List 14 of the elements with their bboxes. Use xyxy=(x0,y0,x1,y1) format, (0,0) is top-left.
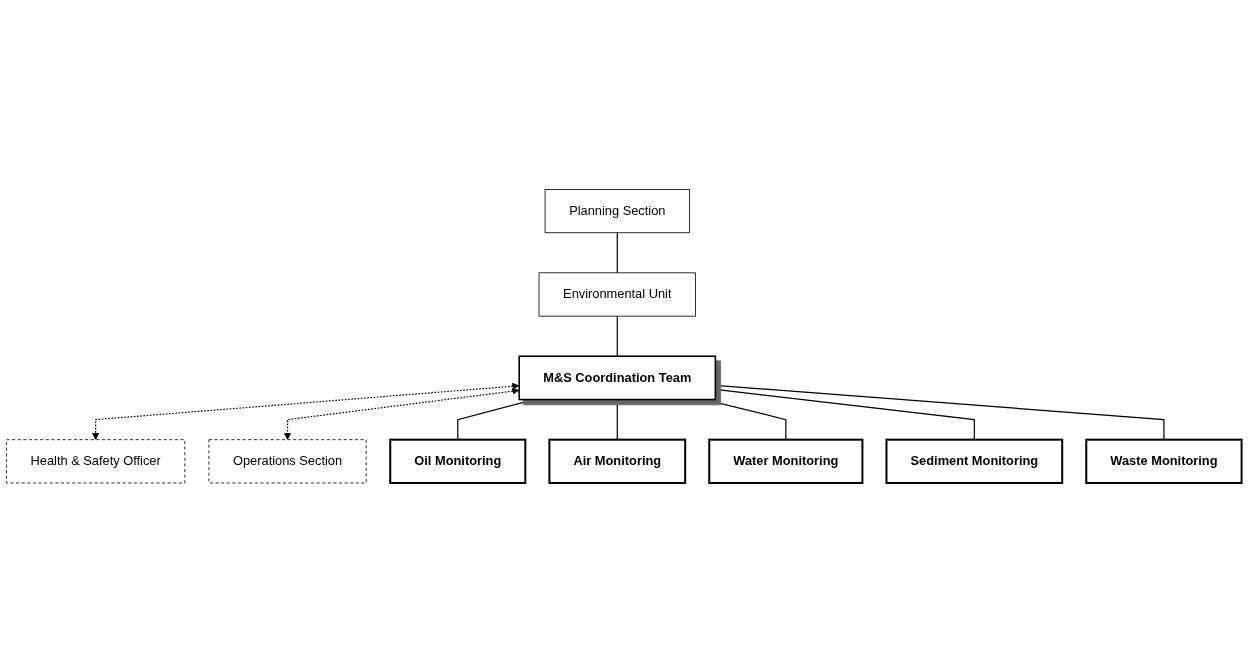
arrow xyxy=(92,382,520,440)
connector xyxy=(616,231,618,274)
node-box: Planning Section xyxy=(544,188,690,233)
node-box: Operations Section xyxy=(208,439,367,484)
node-box: Water Monitoring xyxy=(708,438,864,484)
arrow xyxy=(284,387,520,440)
node-box: Sediment Monitoring xyxy=(885,438,1064,484)
node-box: Oil Monitoring xyxy=(389,438,527,484)
node-box: Environmental Unit xyxy=(538,272,696,317)
node-box: Health & Safety Officer xyxy=(6,439,186,484)
connector xyxy=(616,315,618,357)
node-box: Air Monitoring xyxy=(548,438,687,484)
node-box: M&S Coordination Team xyxy=(518,355,717,401)
node-box: Waste Monitoring xyxy=(1085,438,1243,484)
